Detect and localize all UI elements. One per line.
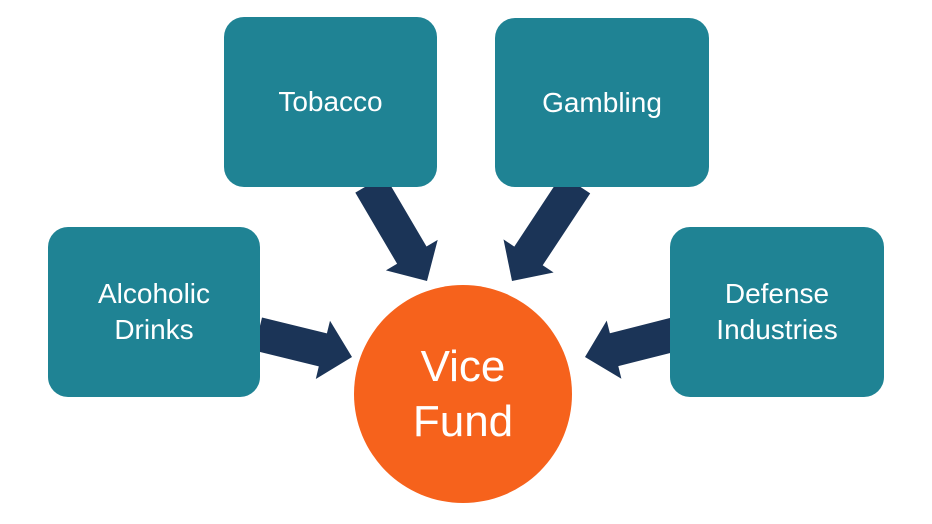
arrow-gambling-to-vice-fund (503, 174, 591, 281)
node-label-line: Gambling (542, 86, 662, 118)
center-node-label-line: Fund (412, 397, 514, 446)
node-label-line: Drinks (114, 314, 194, 345)
arrow-defense-industries-to-vice-fund (585, 317, 681, 379)
node-label: Alcoholic Drinks (98, 276, 210, 348)
center-node-vice-fund: Vice Fund (354, 285, 572, 503)
node-label: Gambling (542, 85, 662, 121)
node-label-line: Alcoholic (97, 278, 211, 309)
center-node-label-line: Vice (420, 342, 506, 391)
center-node-label: Vice Fund (413, 339, 513, 449)
node-label-line: Defense (724, 278, 830, 309)
arrow-alcoholic-drinks-to-vice-fund (254, 317, 352, 379)
node-label: Defense Industries (716, 276, 837, 348)
node-gambling: Gambling (495, 18, 709, 187)
node-alcoholic-drinks: Alcoholic Drinks (48, 227, 260, 397)
node-label-line: Industries (716, 314, 838, 345)
node-tobacco: Tobacco (224, 17, 437, 187)
arrow-tobacco-to-vice-fund (355, 175, 438, 281)
node-label-line: Tobacco (278, 86, 383, 117)
node-label: Tobacco (278, 84, 382, 120)
node-defense-industries: Defense Industries (670, 227, 884, 397)
